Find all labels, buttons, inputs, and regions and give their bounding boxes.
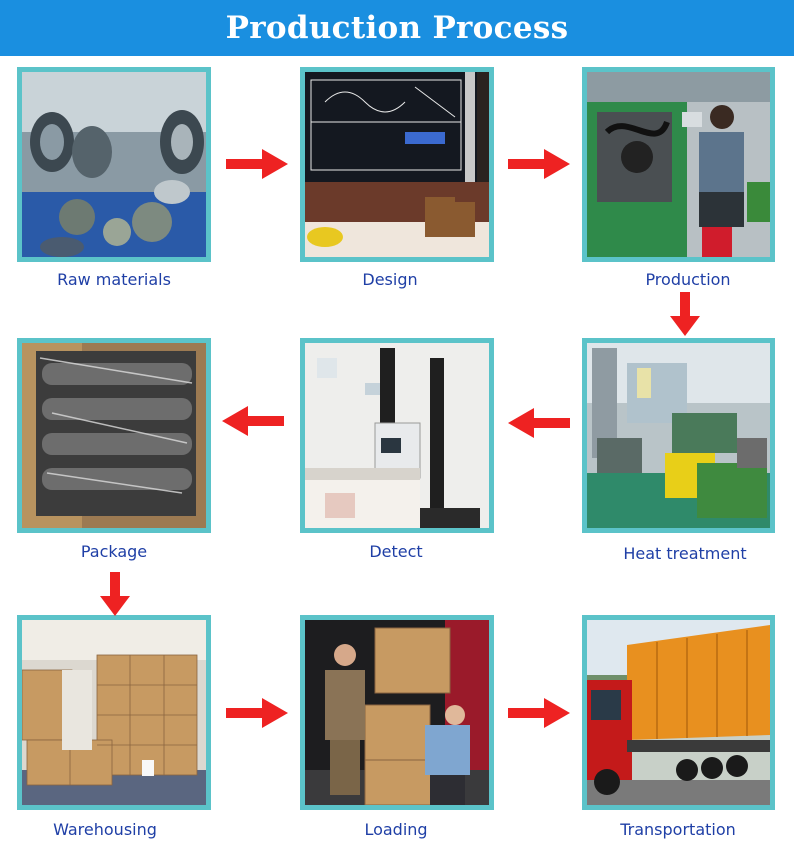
detect-photo [300,338,494,533]
arrow-right-icon [226,698,288,728]
title-banner: Production Process [0,0,794,56]
design-photo [300,67,494,262]
step-label-raw-materials: Raw materials [57,270,171,289]
package-photo [17,338,211,533]
arrow-right-icon [508,149,570,179]
step-label-detect: Detect [369,542,423,561]
raw-materials-photo [17,67,211,262]
step-label-production: Production [645,270,731,289]
arrow-right-icon [226,149,288,179]
warehousing-photo [17,615,211,810]
transportation-photo [582,615,775,810]
arrow-down-icon [670,292,700,336]
step-label-package: Package [80,542,148,561]
step-label-warehousing: Warehousing [53,820,157,839]
arrow-left-icon [222,406,284,436]
heat-treatment-photo [582,338,775,533]
arrow-down-icon [100,572,130,616]
step-label-design: Design [362,270,418,289]
production-photo [582,67,775,262]
page-title: Production Process [225,10,569,46]
step-label-transportation: Transportation [620,820,736,839]
loading-photo [300,615,494,810]
arrow-left-icon [508,408,570,438]
step-label-heat-treatment: Heat treatment [623,544,747,563]
arrow-right-icon [508,698,570,728]
step-label-loading: Loading [364,820,428,839]
